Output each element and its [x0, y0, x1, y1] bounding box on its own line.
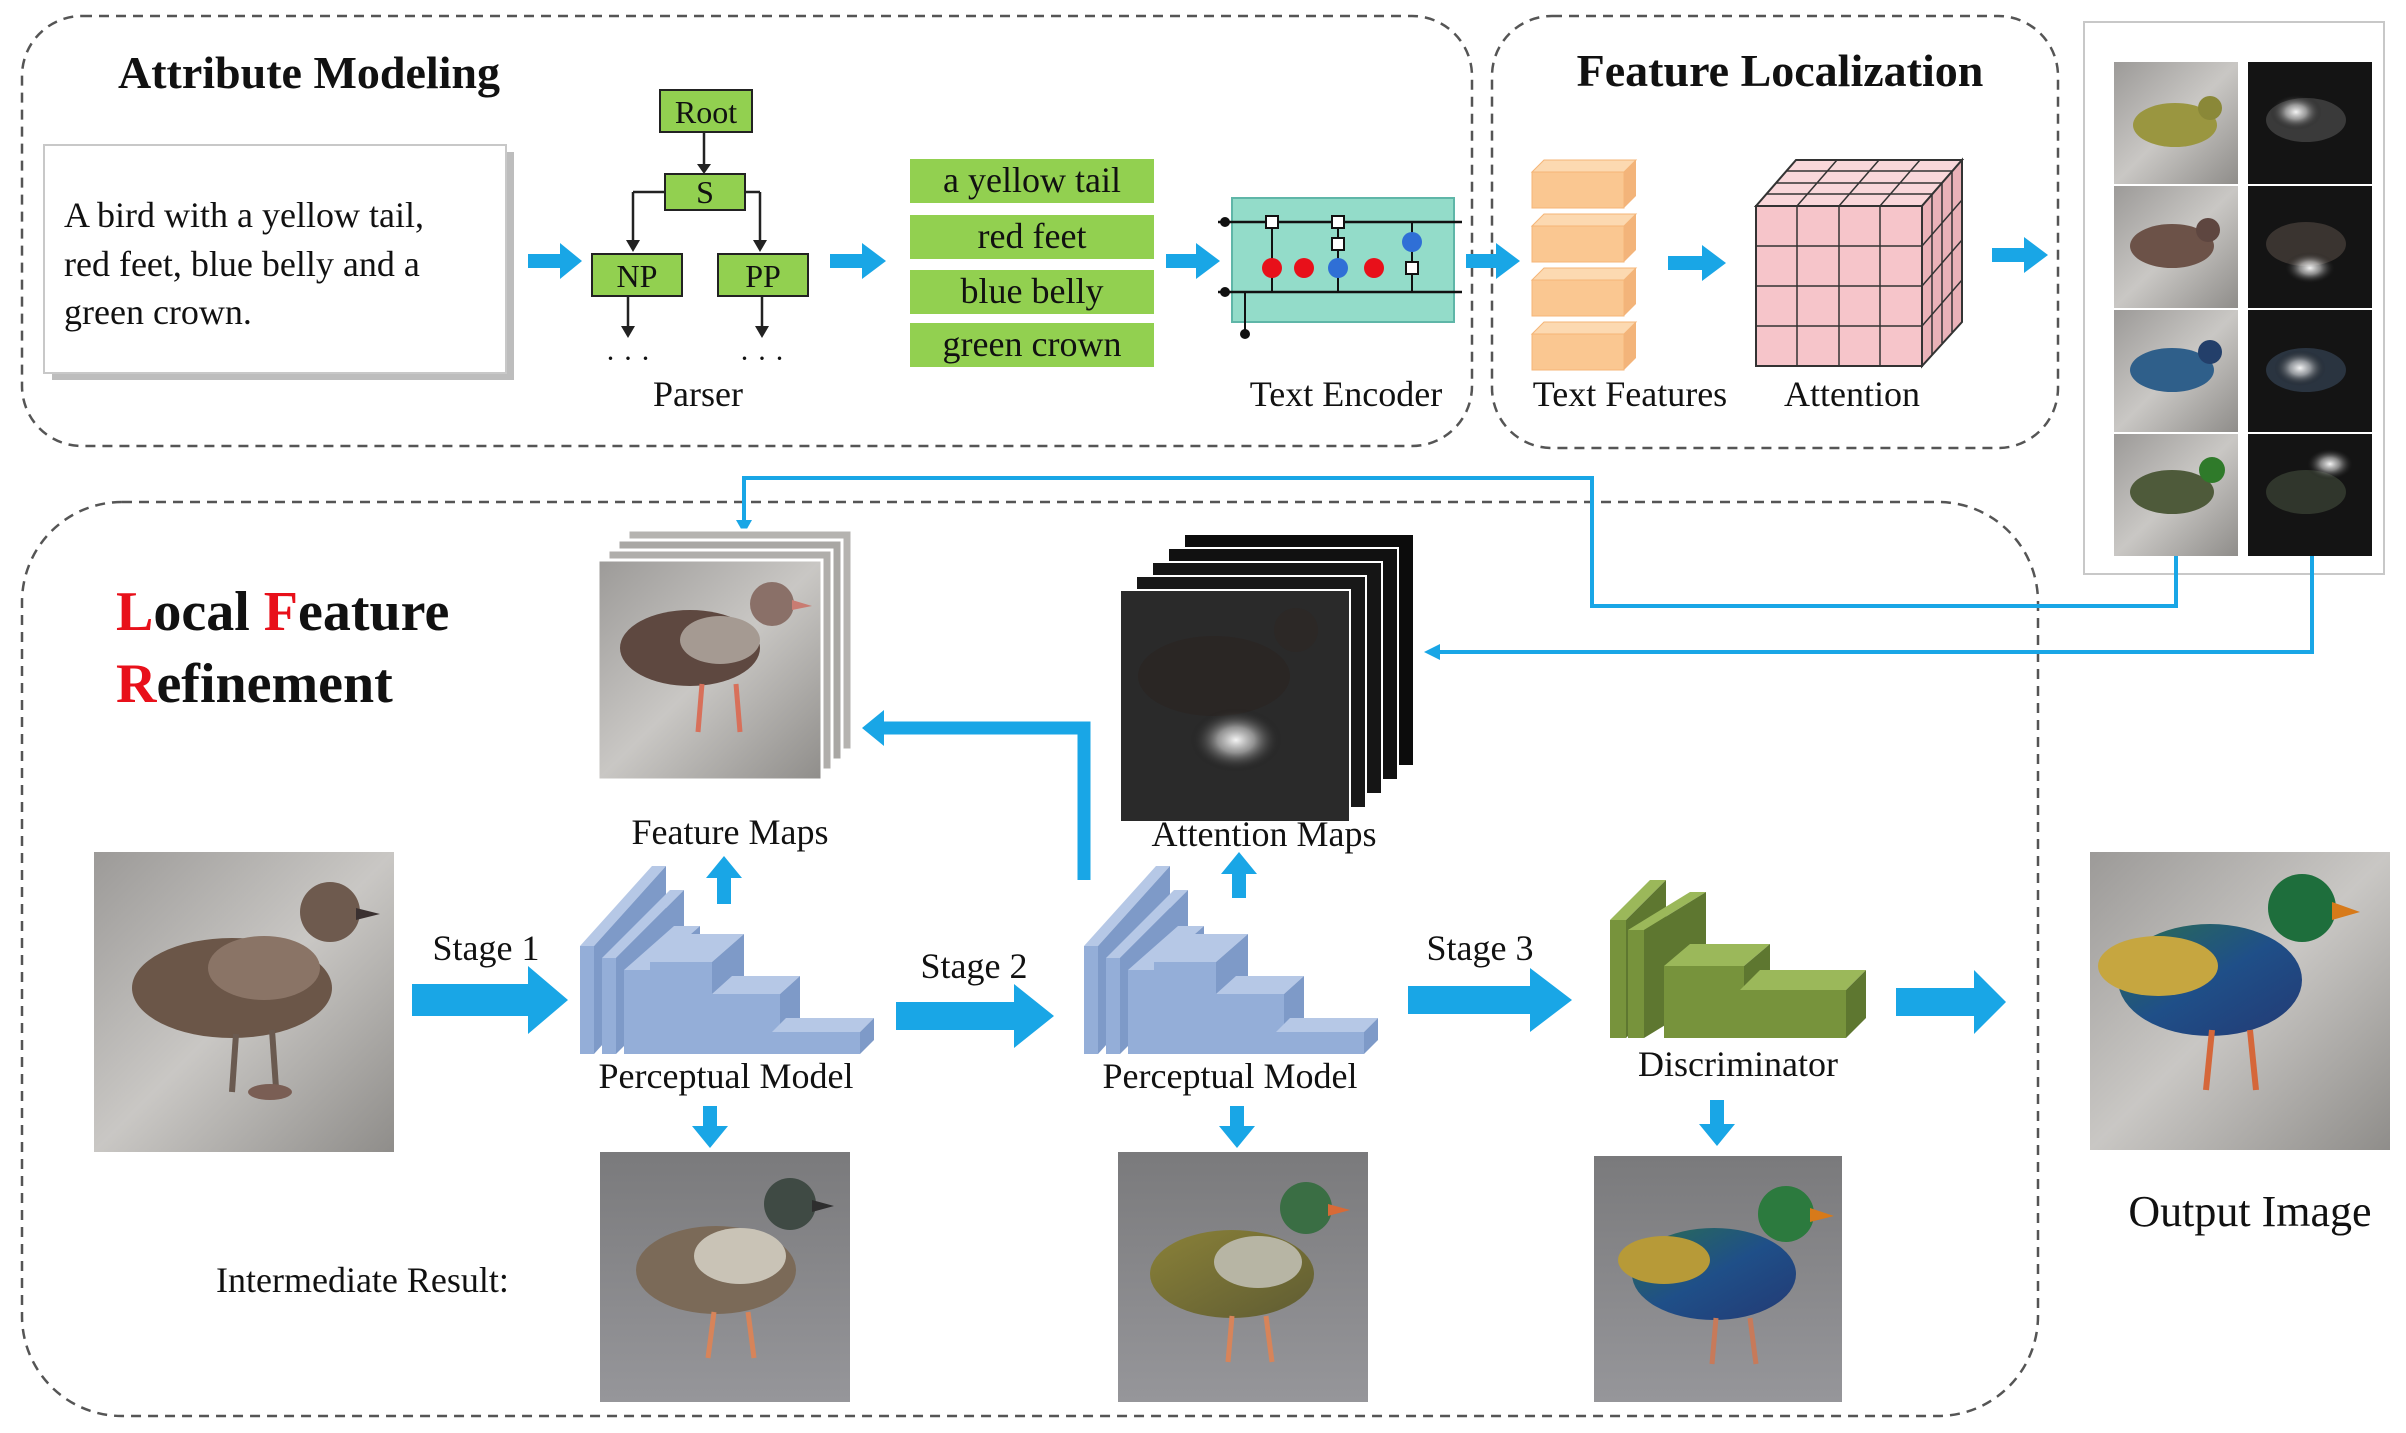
phrase-box [910, 159, 1154, 203]
output-arrow [1896, 970, 2006, 1034]
attention-cube-icon [1753, 157, 1965, 369]
parser-arrowhead [755, 326, 769, 338]
phrase-4: green crown [943, 324, 1122, 364]
intermediate-result-2 [1118, 1152, 1368, 1402]
parser-root-label: Root [675, 94, 737, 130]
parser-np-ellipsis: · · · [606, 342, 651, 375]
stage-2-arrow [896, 984, 1054, 1048]
stage-1-arrow [412, 966, 568, 1034]
intermediate-result-3 [1594, 1156, 1842, 1402]
parser-pp-ellipsis: · · · [740, 342, 785, 375]
parser-arrowhead [626, 240, 640, 252]
output-image-label: Output Image [2128, 1187, 2371, 1236]
output-bird-photo [2090, 852, 2390, 1150]
down-arrow [692, 1106, 728, 1148]
text-features-stack [1530, 159, 1638, 371]
up-arrow [1221, 852, 1257, 898]
connector-line [880, 721, 1091, 880]
parser-pp-node [717, 253, 809, 297]
down-arrow [1699, 1100, 1735, 1146]
flow-arrow [1166, 243, 1220, 279]
title-letter-f: F [264, 581, 298, 643]
input-text-line-2: red feet, blue belly and a [64, 244, 420, 284]
perceptual-model-1-label: Perceptual Model [599, 1056, 854, 1096]
title-letter-l: L [116, 581, 153, 643]
attention-maps-label: Attention Maps [1152, 814, 1377, 854]
parser-root-node [659, 89, 753, 133]
flow-arrow [1992, 237, 2048, 273]
parser-arrowhead [753, 240, 767, 252]
parser-tree: Root S NP PP · · · · · · [591, 89, 809, 375]
phrase-1: a yellow tail [943, 160, 1121, 200]
input-text-line-1: A bird with a yellow tail, [64, 195, 424, 235]
feature-maps-stack [596, 528, 854, 782]
connector-line [742, 476, 2178, 608]
phrase-box [910, 270, 1154, 314]
flow-arrow [1466, 243, 1520, 279]
text-features-label: Text Features [1533, 374, 1727, 414]
perceptual-model-2-label: Perceptual Model [1103, 1056, 1358, 1096]
connector-arrowhead [1424, 644, 1440, 660]
perceptual-model-1 [580, 866, 874, 1054]
local-feature-refinement-title-line-1: Local Feature [116, 581, 449, 643]
flow-arrow [830, 243, 886, 279]
flow-arrow [1668, 245, 1726, 281]
title-text-eature: eature [298, 581, 449, 643]
attention-maps-stack [1119, 533, 1415, 823]
attention-label: Attention [1784, 374, 1920, 414]
text-encoder-label: Text Encoder [1250, 374, 1442, 414]
phrase-box [910, 323, 1154, 367]
feature-localization-panel [1490, 14, 2060, 450]
title-text-ocal: ocal [153, 581, 263, 643]
parser-arrowhead [697, 164, 711, 174]
parser-np-label: NP [617, 258, 658, 294]
title-letter-r: R [116, 653, 157, 715]
discriminator-model [1610, 880, 1866, 1038]
attribute-modeling-panel [20, 14, 1474, 448]
connector-line [1434, 556, 2314, 654]
intermediate-result-label: Intermediate Result: [216, 1260, 509, 1300]
parser-arrowhead [621, 326, 635, 338]
input-text-box [43, 144, 507, 374]
connector-arrowhead [862, 710, 884, 746]
lstm-cell-icon [1218, 197, 1462, 339]
phrase-box [910, 215, 1154, 259]
input-text-line-3: green crown. [64, 292, 252, 332]
title-text-efinement: efinement [156, 653, 393, 715]
stage-1-label: Stage 1 [433, 928, 540, 968]
parser-np-node [591, 253, 683, 297]
local-feature-refinement-panel [20, 500, 2040, 1418]
discriminator-label: Discriminator [1638, 1044, 1838, 1084]
input-bird-photo [94, 852, 394, 1152]
parser-pp-label: PP [745, 258, 781, 294]
parser-label: Parser [653, 374, 743, 414]
phrase-2: red feet [978, 216, 1087, 256]
flow-arrow [528, 243, 582, 279]
up-arrow [706, 856, 742, 904]
down-arrow [1219, 1106, 1255, 1148]
intermediate-result-1 [600, 1152, 850, 1402]
stage-3-label: Stage 3 [1427, 928, 1534, 968]
stage-3-arrow [1408, 968, 1572, 1032]
feature-maps-label: Feature Maps [632, 812, 829, 852]
perceptual-model-2 [1084, 866, 1378, 1054]
stage-2-label: Stage 2 [921, 946, 1028, 986]
attention-examples-grid [2083, 21, 2385, 575]
attribute-modeling-title: Attribute Modeling [118, 47, 500, 98]
feature-localization-title: Feature Localization [1577, 45, 1984, 96]
phrase-3: blue belly [961, 271, 1104, 311]
parser-s-label: S [696, 174, 714, 210]
local-feature-refinement-title-line-2: Refinement [116, 653, 393, 715]
connector-arrowhead [736, 520, 752, 534]
